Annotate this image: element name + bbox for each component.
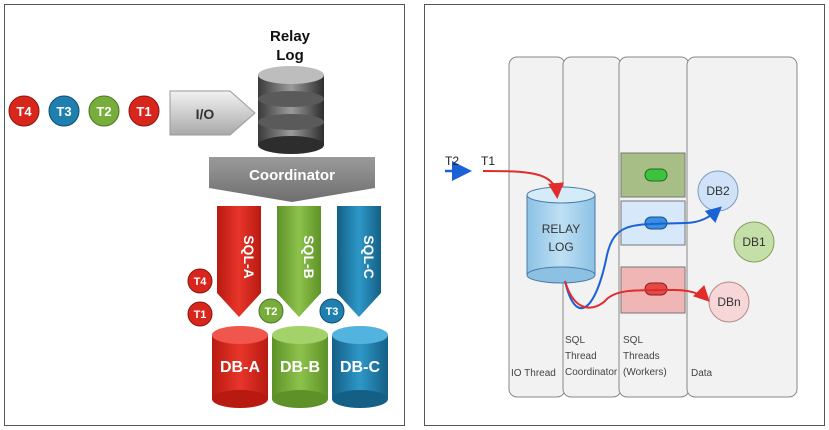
queue-token-t1: T1 xyxy=(128,95,160,127)
sql-b-arrow: SQL-B xyxy=(277,206,321,317)
svg-text:DB-B: DB-B xyxy=(280,359,320,376)
svg-text:RELAY: RELAY xyxy=(542,222,580,236)
svg-text:T1: T1 xyxy=(194,309,207,321)
label-sql-line3: Coordinator xyxy=(565,367,618,378)
svg-text:T3: T3 xyxy=(326,306,339,318)
svg-text:SQL-B: SQL-B xyxy=(301,235,317,279)
label-sql-line1: SQL xyxy=(565,335,585,346)
svg-text:T2: T2 xyxy=(265,306,278,318)
label-workers-line3: (Workers) xyxy=(623,367,667,378)
incoming-red-arrow xyxy=(482,170,564,199)
svg-text:DB-A: DB-A xyxy=(220,359,260,376)
svg-text:T2: T2 xyxy=(96,104,111,119)
coordinator-label: Coordinator xyxy=(249,167,335,184)
io-arrow: I/O xyxy=(169,90,256,136)
svg-text:T1: T1 xyxy=(136,104,151,119)
queue-token-t3: T3 xyxy=(48,95,80,127)
svg-text:SQL-C: SQL-C xyxy=(361,235,377,279)
right-diagram-panel: RELAY LOG DB2 DB1 DBn T2 T1 IO Thread SQ… xyxy=(424,4,825,426)
red-flow-to-dbn xyxy=(564,280,710,309)
db-a-cylinder: DB-A xyxy=(212,326,268,408)
side-token-t2: T2 xyxy=(258,298,284,324)
sql-a-arrow: SQL-A xyxy=(217,206,261,317)
relay-log-cylinder: RELAY LOG xyxy=(526,186,596,284)
io-label: I/O xyxy=(196,106,215,122)
label-sql-line2: Thread xyxy=(565,351,597,362)
svg-text:DB-C: DB-C xyxy=(340,359,380,376)
svg-text:SQL-A: SQL-A xyxy=(241,235,257,279)
svg-text:DB2: DB2 xyxy=(706,184,730,198)
db2-circle: DB2 xyxy=(697,170,739,212)
coordinator-bar: Coordinator xyxy=(209,157,375,202)
incoming-t2: T2 xyxy=(445,154,459,168)
sql-c-arrow: SQL-C xyxy=(337,206,381,317)
relay-log-title-line1: Relay xyxy=(270,28,311,45)
db-c-cylinder: DB-C xyxy=(332,326,388,408)
label-workers-line1: SQL xyxy=(623,335,643,346)
left-diagram-panel: Relay Log I/O T4 T3 T2 xyxy=(4,4,405,426)
relay-log-title-line2: Log xyxy=(276,47,304,64)
worker-box-green xyxy=(620,152,686,198)
relay-log-cylinder-icon xyxy=(258,66,324,154)
dbn-circle: DBn xyxy=(708,281,750,323)
svg-text:DBn: DBn xyxy=(717,295,740,309)
svg-text:DB1: DB1 xyxy=(742,235,766,249)
side-token-t1: T1 xyxy=(187,301,213,327)
right-diagram: RELAY LOG DB2 DB1 DBn T2 T1 IO Thread SQ… xyxy=(445,56,798,398)
svg-text:LOG: LOG xyxy=(548,240,573,254)
queue-token-t4: T4 xyxy=(8,95,40,127)
left-diagram: Relay Log I/O T4 T3 T2 xyxy=(8,28,388,408)
incoming-t1: T1 xyxy=(481,154,495,168)
db1-circle: DB1 xyxy=(733,221,775,263)
db-b-cylinder: DB-B xyxy=(272,326,328,408)
blue-flow-to-db2 xyxy=(564,206,722,310)
side-token-t3: T3 xyxy=(319,298,345,324)
svg-text:T4: T4 xyxy=(194,276,208,288)
label-data: Data xyxy=(691,368,713,379)
label-workers-line2: Threads xyxy=(623,351,660,362)
queue-token-t2: T2 xyxy=(88,95,120,127)
svg-text:T3: T3 xyxy=(56,104,71,119)
side-token-t4: T4 xyxy=(187,268,213,294)
svg-text:T4: T4 xyxy=(16,104,32,119)
label-io-thread: IO Thread xyxy=(511,368,556,379)
